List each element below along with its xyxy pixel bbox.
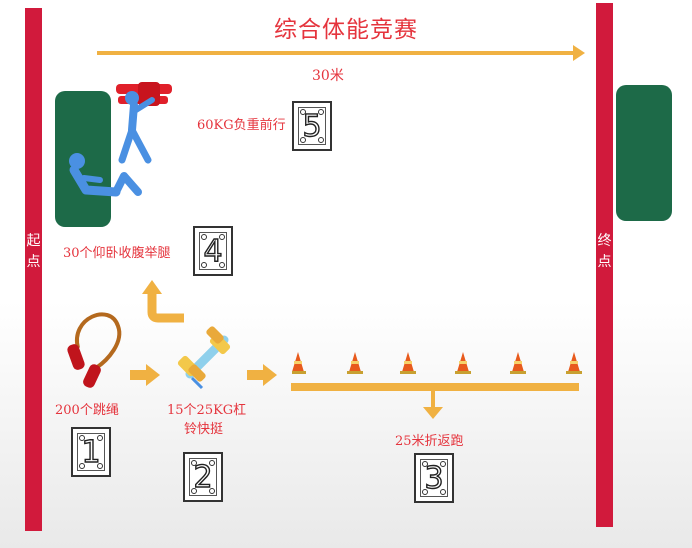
station-5-number: 5 [302,109,322,144]
station-2-label-line-1: 15个25KG杠 [167,403,247,418]
station-5-badge: 5 [292,101,332,151]
shuttle-line [291,383,579,419]
finish-label-1: 终 [597,233,612,249]
finish-label-2: 点 [597,254,612,270]
station-1-number: 1 [81,435,101,470]
flow-arrow-1 [130,364,160,386]
finish-line-bar [596,3,613,527]
station-3-label: 25米折返跑 [395,434,464,449]
station-1-label: 200个跳绳 [55,403,119,418]
finish-mat [616,85,672,221]
station-2-number: 2 [193,460,213,495]
distance-arrow [97,45,585,61]
flow-arrow-2 [247,364,277,386]
station-5-label: 60KG负重前行 [197,118,286,133]
page-title: 综合体能竞赛 [274,17,418,43]
dumbbell-icon [177,326,231,390]
station-2-label-line-2: 铃快挺 [184,422,224,437]
station-1-badge: 1 [71,427,111,477]
start-line-bar [25,8,42,531]
turn-arrow [142,280,184,323]
station-2-badge: 2 [183,452,223,502]
station-3-number: 3 [424,461,444,496]
station-4-number: 4 [203,234,223,269]
station-3-badge: 3 [414,453,454,503]
jump-rope-icon [67,312,122,388]
start-label-1: 起 [26,233,41,249]
situp-figure-icon [69,153,142,197]
carry-figure-icon [116,82,172,164]
traffic-cone-icon [292,352,582,374]
station-4-label: 30个仰卧收腹举腿 [63,246,171,261]
station-4-badge: 4 [193,226,233,276]
start-label-2: 点 [26,254,41,270]
distance-label: 30米 [312,68,344,84]
